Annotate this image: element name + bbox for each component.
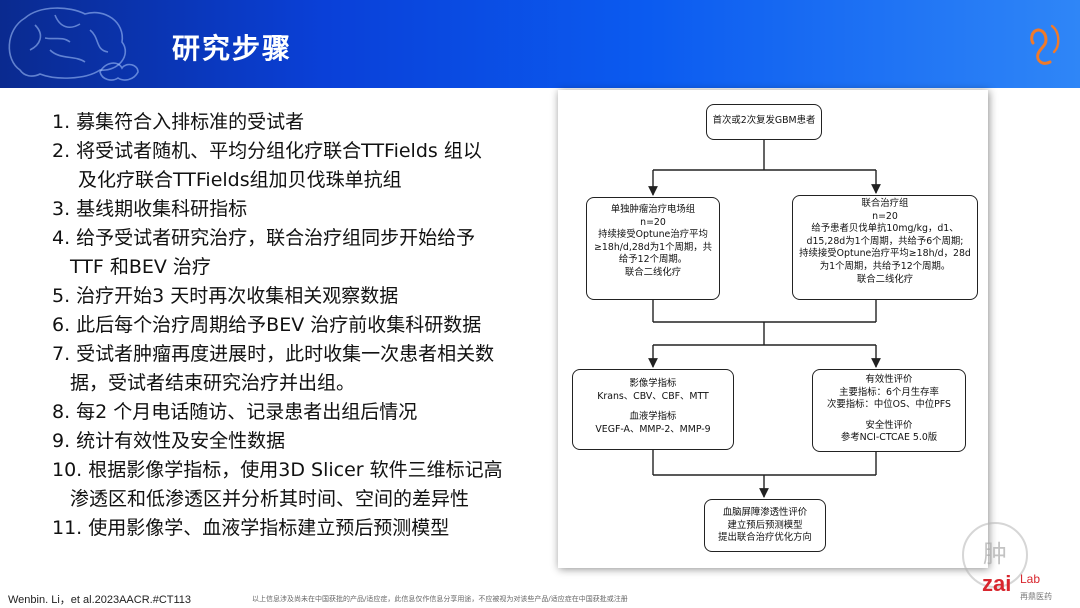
final-node: 血脑屏障渗透性评价 建立预后预测模型 提出联合治疗优化方向 [704,499,826,552]
node-line: 持续接受Optune治疗平均 [598,229,708,241]
start-node: 首次或2次复发GBM患者 [706,104,822,140]
disclaimer-text: 以上信息涉及尚未在中国获批的产品/适应症，此信息仅作信息分享用途，不应被视为对该… [252,595,628,603]
node-line: 联合治疗组 [861,198,909,209]
node-line: 联合二线化疗 [856,273,914,285]
reference-citation: Wenbin. Li，et al.2023AACR.#CT113 [8,594,192,606]
step-item-continued: 渗透区和低渗透区并分析其时间、空间的差异性 [70,488,470,510]
zai-lab-logo: zai Lab 再鼎医药 [982,571,1052,601]
step-item: 6. 此后每个治疗周期给予BEV 治疗前收集科研数据 [52,314,482,336]
step-item: 8. 每2 个月电话随访、记录患者出组后情况 [52,401,418,423]
step-item: 3. 基线期收集科研指标 [52,198,248,220]
brain-icon [8,7,139,81]
node-line: n=20 [640,216,666,228]
node-line: 联合二线化疗 [624,266,682,278]
node-line: n=20 [872,210,898,222]
watermark-text: 肿 [983,540,1007,568]
node-line: 血脑屏障渗透性评价 [722,507,808,518]
step-item: 10. 根据影像学指标，使用3D Slicer 软件三维标记高 [52,459,503,481]
node-line: d15,28d为1个周期，共给予6个周期; [806,235,964,247]
node-line: 影像学指标 [629,378,677,389]
page-title: 研究步骤 [172,32,293,65]
svg-text:Lab: Lab [1020,572,1040,586]
group-node-left: 单独肿瘤治疗电场组 n=20 持续接受Optune治疗平均 ≥18h/d,28d… [586,197,720,300]
step-item-continued: TTF 和BEV 治疗 [70,256,211,278]
steps-list: 1. 募集符合入排标准的受试者 2. 将受试者随机、平均分组化疗联合TTFiel… [52,108,552,543]
node-line: 建立预后预测模型 [727,519,803,531]
node-line: 主要指标：6个月生存率 [839,386,939,398]
step-item: 2. 将受试者随机、平均分组化疗联合TTFields 组以 [52,140,482,162]
step-item-continued: 及化疗联合TTFields组加贝伐珠单抗组 [78,169,402,191]
node-line: 为1个周期，共给予12个周期。 [819,260,951,272]
flowchart-panel: 首次或2次复发GBM患者 单独肿瘤治疗电场组 n=20 持续接受Optune治疗… [558,90,988,568]
flowchart-connectors [648,140,881,498]
step-item: 11. 使用影像学、血液学指标建立预后预测模型 [52,517,450,539]
step-item: 5. 治疗开始3 天时再次收集相关观察数据 [52,285,399,307]
step-item: 4. 给予受试者研究治疗，联合治疗组同步开始给予 [52,227,476,249]
step-item: 7. 受试者肿瘤再度进展时，此时收集一次患者相关数 [52,343,495,365]
measure-node-right: 有效性评价 主要指标：6个月生存率 次要指标：中位OS、中位PFS 安全性评价 … [812,369,966,452]
node-line: VEGF-A、MMP-2、MMP-9 [595,423,711,435]
node-line: 给予患者贝伐单抗10mg/kg，d1、 [811,223,959,235]
slide-header: 研究步骤 [0,0,1080,88]
node-line: 次要指标：中位OS、中位PFS [827,399,951,411]
watermark: 肿 [962,522,1028,588]
group-node-right: 联合治疗组 n=20 给予患者贝伐单抗10mg/kg，d1、 d15,28d为1… [792,195,978,300]
ear-icon [1030,24,1060,65]
start-node-label: 首次或2次复发GBM患者 [712,115,816,126]
svg-text:zai: zai [982,571,1011,596]
step-item: 9. 统计有效性及安全性数据 [52,430,286,452]
node-line: 有效性评价 [865,374,913,385]
node-line: 血液学指标 [629,411,677,423]
node-line: 持续接受Optune治疗平均≥18h/d，28d [799,248,971,260]
node-line [573,403,733,411]
node-line: 提出联合治疗优化方向 [718,532,812,544]
node-line: 单独肿瘤治疗电场组 [610,204,696,215]
node-line: 给予12个周期。 [618,254,688,266]
measure-node-left: 影像学指标 Krans、CBV、CBF、MTT 血液学指标 VEGF-A、MMP… [572,369,734,450]
node-line: 安全性评价 [865,419,913,431]
node-line [813,412,965,420]
node-line: ≥18h/d,28d为1个周期，共 [594,241,712,253]
node-line: 参考NCI-CTCAE 5.0版 [840,432,938,444]
step-item-continued: 据，受试者结束研究治疗并出组。 [70,372,356,394]
step-item: 1. 募集符合入排标准的受试者 [52,111,305,133]
node-line: Krans、CBV、CBF、MTT [597,390,709,402]
svg-text:再鼎医药: 再鼎医药 [1020,591,1052,601]
